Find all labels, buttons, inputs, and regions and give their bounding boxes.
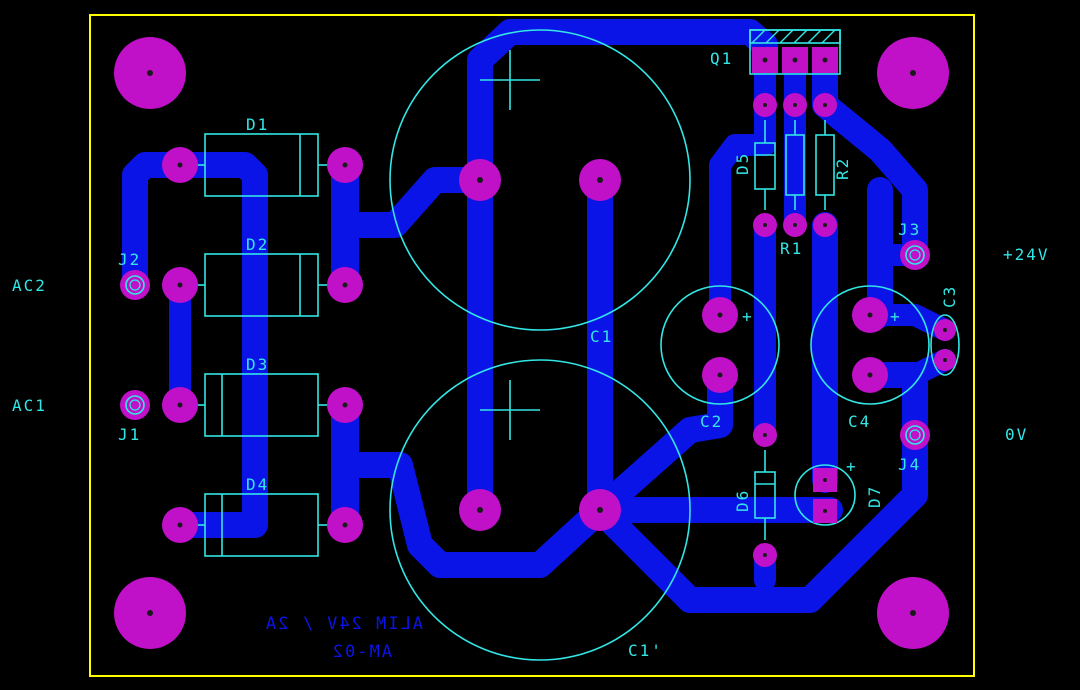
silkscreen	[195, 29, 960, 661]
label-c4: C4	[848, 412, 871, 431]
label-q1: Q1	[710, 49, 733, 68]
c4-plus-mark: +	[890, 307, 902, 326]
trace-gnd-j4	[587, 422, 928, 613]
regulator-pads	[753, 93, 837, 567]
trace-to-c1-plus	[332, 167, 493, 238]
c3-outline	[930, 314, 960, 376]
c2-plus-mark: +	[742, 307, 754, 326]
c3-pads	[934, 319, 956, 371]
c2-c4-pads	[702, 297, 888, 393]
c1b-outline	[389, 359, 691, 661]
q1-pads	[752, 47, 838, 73]
label-c3: C3	[940, 285, 959, 308]
mirrored-copper-text: ALIM 24V / 2A AM-02	[264, 614, 423, 662]
label-24v: +24V	[1003, 245, 1050, 264]
label-j4: J4	[898, 455, 921, 474]
j3-pad	[900, 240, 930, 270]
label-d2: D2	[246, 235, 269, 254]
d7-plus-mark: +	[846, 457, 858, 476]
trace-to-c1b-neg	[332, 452, 613, 578]
trace-gnd-c2	[587, 362, 733, 523]
c2-outline	[660, 285, 780, 405]
c1-outline	[389, 29, 691, 331]
label-c1b: C1'	[628, 641, 663, 660]
label-d3: D3	[246, 355, 269, 374]
j1-pad	[120, 390, 150, 420]
c1-pads	[459, 159, 621, 531]
q1-hatch	[751, 29, 836, 44]
label-r2: R2	[833, 157, 852, 180]
j4-pad	[900, 420, 930, 450]
label-d6: D6	[733, 489, 752, 512]
label-d5: D5	[733, 152, 752, 175]
silk-labels: D1 D2 D3 D4 J2 J1 J3 J4 C1 C1' C2 C4 Q1 …	[12, 49, 1050, 660]
trace-q1-out	[812, 47, 928, 268]
label-c2: C2	[700, 412, 723, 431]
board-outline	[89, 14, 975, 677]
connector-pads	[120, 240, 930, 450]
pads	[114, 37, 956, 649]
j2-pad	[120, 270, 150, 300]
label-r1: R1	[780, 239, 803, 258]
label-j3: J3	[898, 220, 921, 239]
q1-tab	[749, 29, 841, 44]
label-ac1: AC1	[12, 396, 47, 415]
label-d1: D1	[246, 115, 269, 134]
d7-pads	[813, 468, 837, 523]
label-j2: J2	[118, 250, 141, 269]
label-d7: D7	[865, 485, 884, 508]
c4-outline	[810, 285, 930, 405]
mirrored-text-line-2: AM-02	[331, 642, 392, 662]
mirrored-text-line-1: ALIM 24V / 2A	[264, 614, 423, 634]
label-d4: D4	[246, 475, 269, 494]
d7-outline	[794, 464, 856, 526]
label-0v: 0V	[1005, 425, 1028, 444]
trace-d1-d4	[167, 152, 268, 538]
label-c1: C1	[590, 327, 613, 346]
label-j1: J1	[118, 425, 141, 444]
diode-pads	[162, 147, 363, 543]
label-ac2: AC2	[12, 276, 47, 295]
